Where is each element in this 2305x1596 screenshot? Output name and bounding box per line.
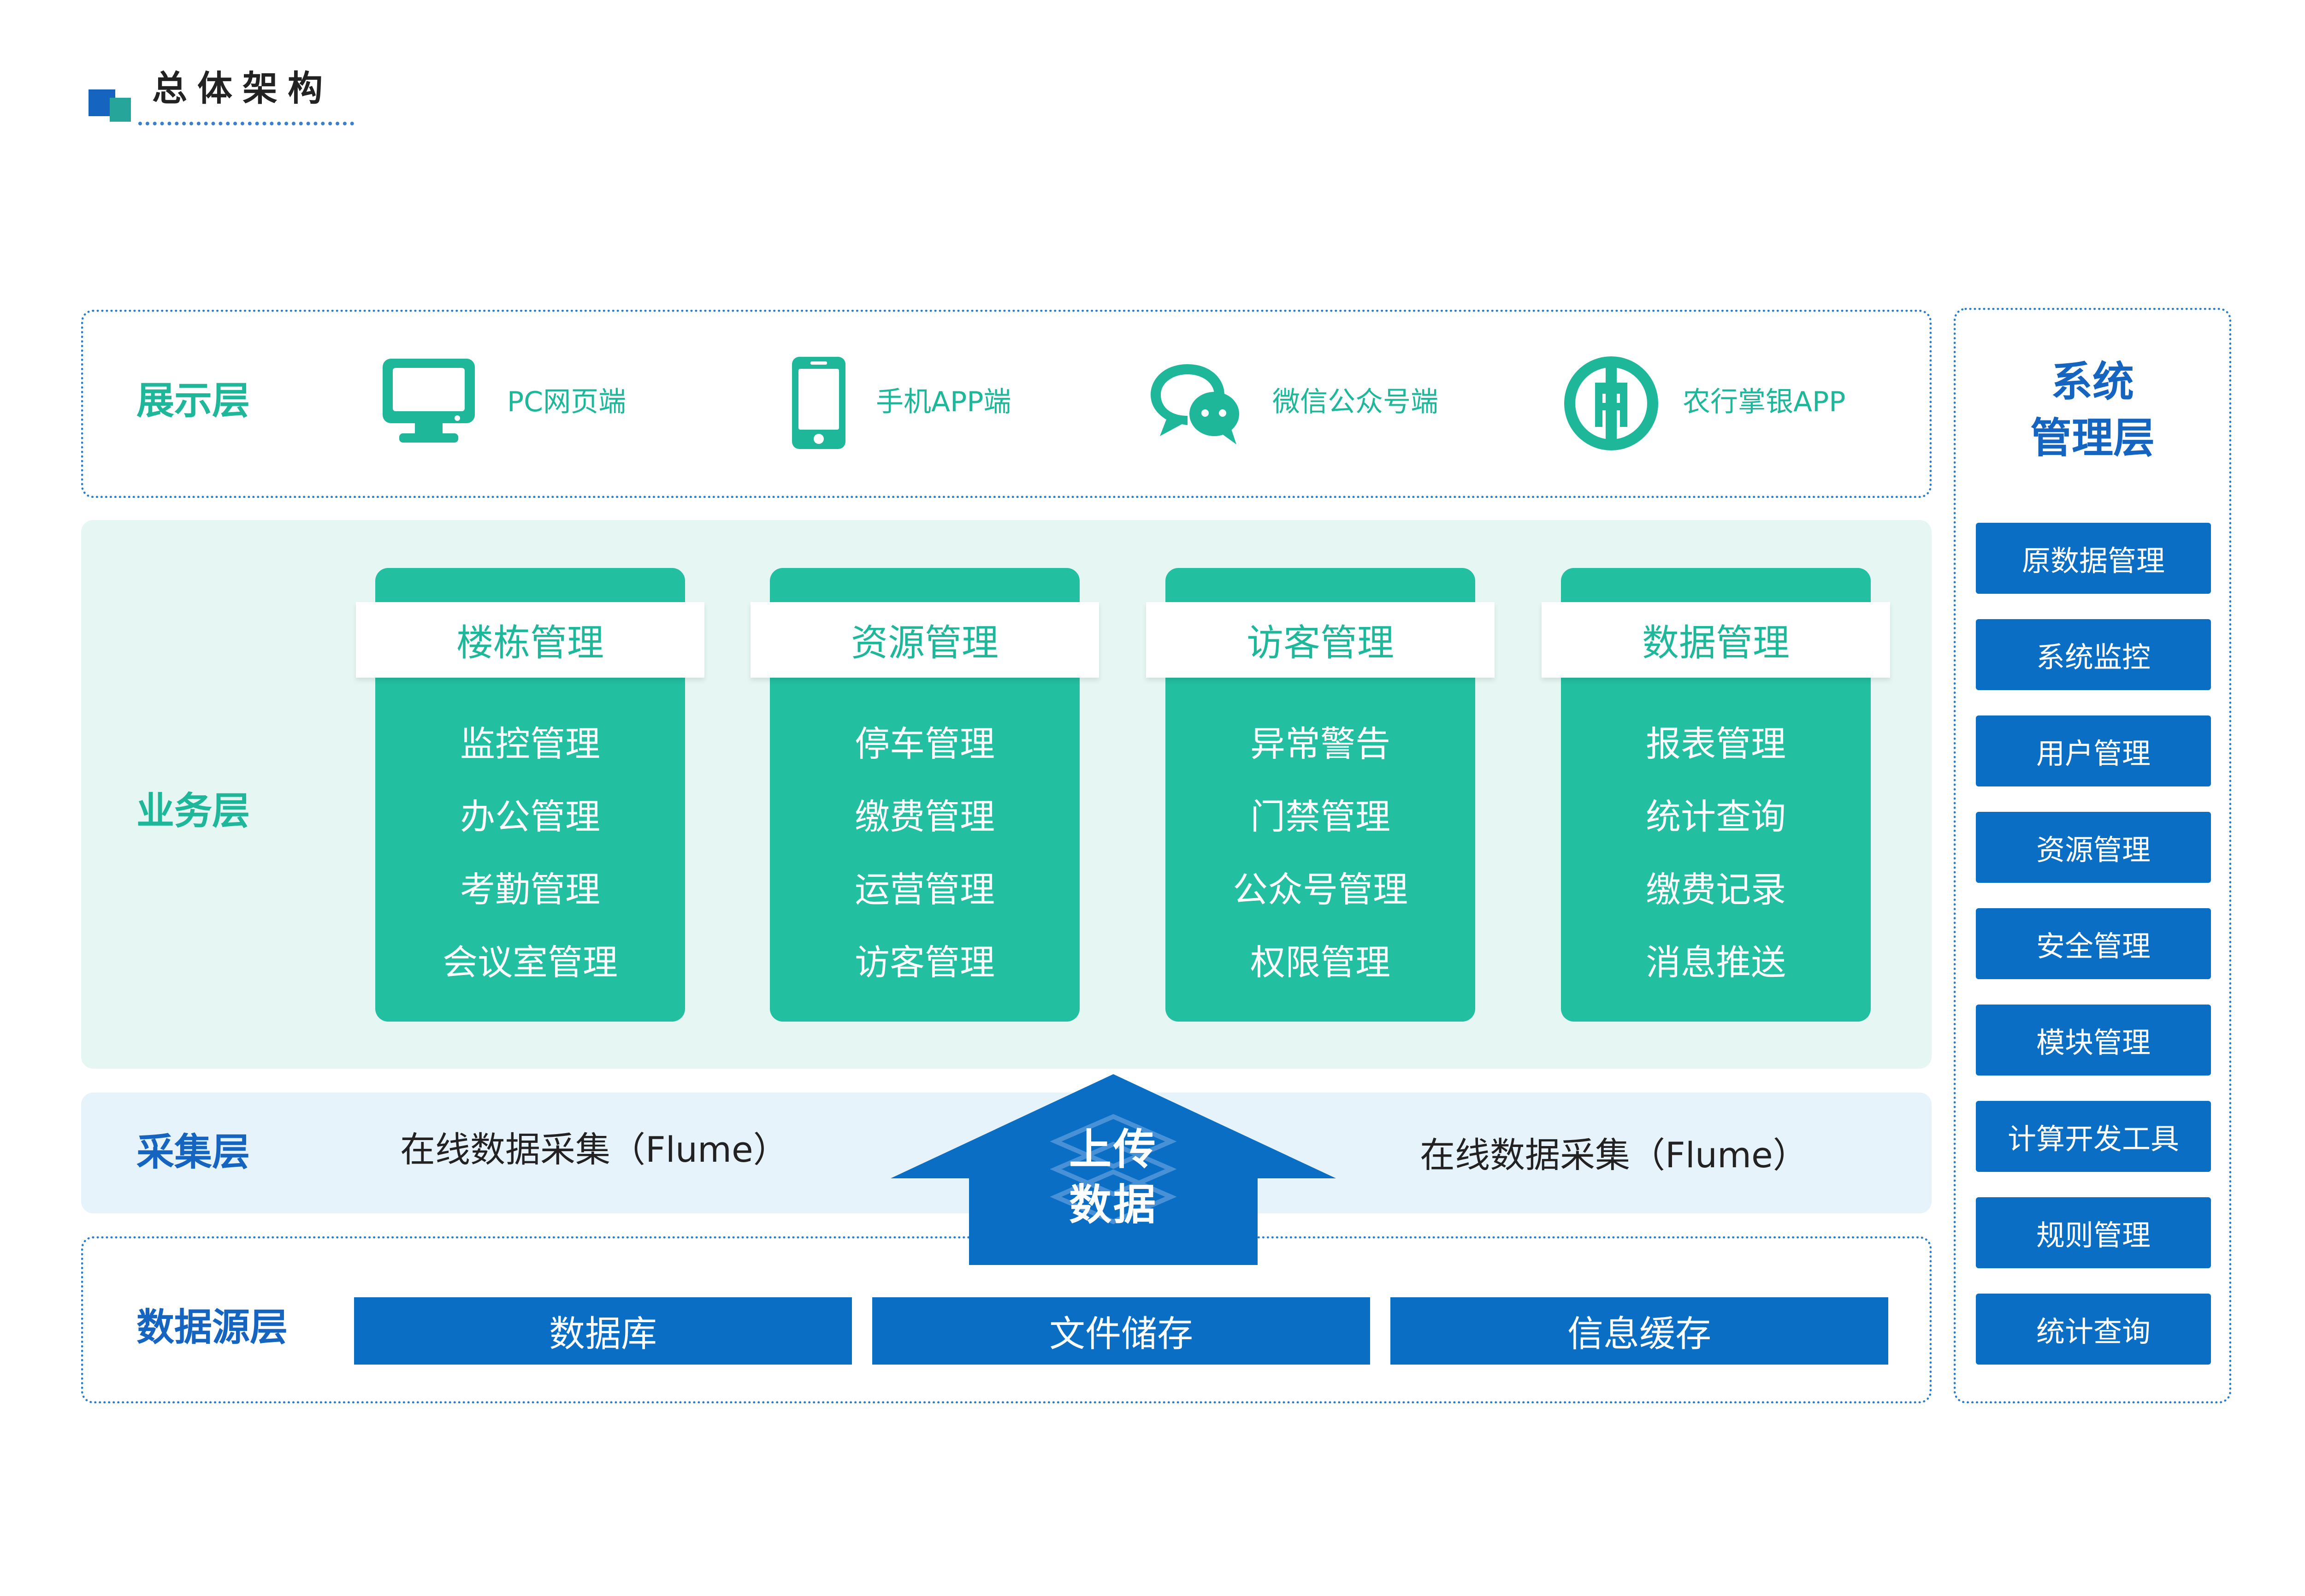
system-item: 规则管理: [1976, 1197, 2211, 1268]
system-item: 模块管理: [1976, 1005, 2211, 1076]
system-item: 计算开发工具: [1976, 1101, 2211, 1172]
system-item: 系统监控: [1976, 619, 2211, 690]
business-column-title: 数据管理: [1542, 602, 1890, 678]
system-item: 资源管理: [1976, 812, 2211, 883]
business-column-title: 楼栋管理: [356, 602, 704, 678]
business-item: 报表管理: [1646, 723, 1786, 764]
display-item-pc-label: PC网页端: [507, 386, 626, 418]
collection-layer-label: 采集层: [136, 1130, 250, 1174]
business-item: 公众号管理: [1233, 869, 1408, 910]
system-item: 统计查询: [1976, 1294, 2211, 1365]
business-item: 运营管理: [855, 869, 995, 910]
wechat-icon: [1146, 355, 1243, 447]
business-item: 消息推送: [1646, 942, 1786, 983]
title-logo-square-teal: [110, 98, 131, 122]
upload-arrow-line1: 上传: [1069, 1125, 1158, 1174]
business-item: 监控管理: [460, 723, 600, 764]
system-item: 用户管理: [1976, 715, 2211, 786]
business-item: 办公管理: [460, 796, 600, 837]
collection-left-text: 在线数据采集（Flume）: [400, 1129, 788, 1170]
system-item: 原数据管理: [1976, 523, 2211, 594]
datasource-file-storage: 文件储存: [872, 1297, 1370, 1365]
datasource-cache: 信息缓存: [1390, 1297, 1888, 1365]
system-item: 安全管理: [1976, 908, 2211, 979]
datasource-layer-label: 数据源层: [136, 1306, 288, 1349]
datasource-database: 数据库: [354, 1297, 852, 1365]
business-item: 门禁管理: [1250, 796, 1390, 837]
title-underline: [138, 122, 354, 125]
business-layer-label: 业务层: [136, 789, 250, 833]
business-item: 权限管理: [1250, 942, 1390, 983]
display-layer-frame: [81, 310, 1932, 498]
business-item: 异常警告: [1250, 723, 1390, 764]
business-item: 统计查询: [1646, 796, 1786, 837]
monitor-icon: [378, 355, 479, 447]
business-item: 考勤管理: [460, 869, 600, 910]
business-item: 访客管理: [855, 942, 995, 983]
upload-arrow-line2: 数据: [1069, 1180, 1158, 1230]
system-layer-title-line2: 管理层: [2030, 414, 2155, 462]
upload-data-arrow: [890, 1072, 1337, 1266]
business-item: 停车管理: [855, 723, 995, 764]
display-layer-label: 展示层: [136, 379, 250, 423]
business-column-title: 资源管理: [751, 602, 1099, 678]
business-column-title: 访客管理: [1146, 602, 1495, 678]
business-item: 会议室管理: [443, 942, 618, 983]
system-layer-frame: [1954, 308, 2231, 1403]
display-item-abc-label: 农行掌银APP: [1683, 386, 1846, 418]
display-item-wechat-label: 微信公众号端: [1272, 386, 1438, 418]
business-item: 缴费管理: [855, 796, 995, 837]
mobile-phone-icon: [786, 355, 851, 452]
business-item: 缴费记录: [1646, 869, 1786, 910]
display-item-mobile-label: 手机APP端: [876, 386, 1011, 418]
system-layer-title-line1: 系统: [2051, 358, 2134, 406]
page-title: 总体架构: [152, 68, 333, 109]
collection-right-text: 在线数据采集（Flume）: [1420, 1135, 1808, 1176]
abc-bank-logo-icon: [1563, 355, 1660, 452]
